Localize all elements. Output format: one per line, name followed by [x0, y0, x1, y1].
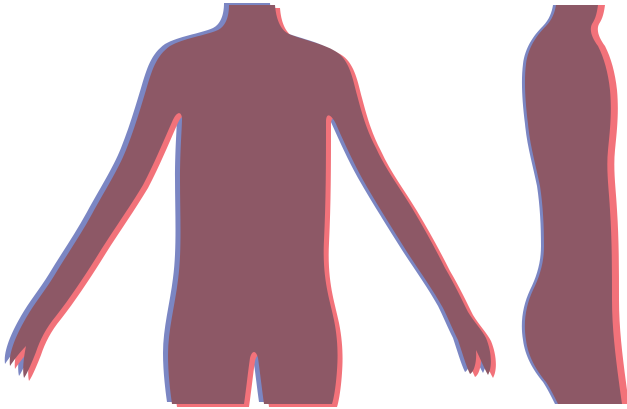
body-silhouette-figure [0, 0, 627, 409]
silhouette-canvas [0, 0, 627, 409]
